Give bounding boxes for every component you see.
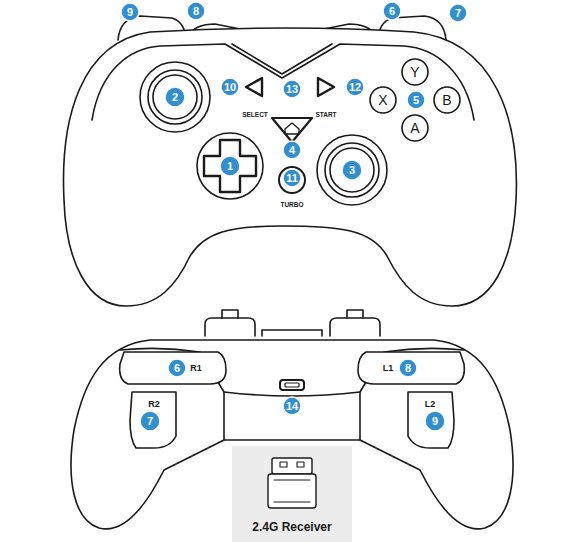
callout-number: 1 [227,161,233,172]
receiver-caption: 2.4G Receiver [252,521,331,533]
button-letter: Y [410,65,419,79]
callout-number: 6 [174,363,180,374]
callout-number: 14 [286,401,298,412]
callout-number: 10 [224,82,236,93]
callout-number: 8 [405,363,411,374]
callout-number: 4 [289,145,295,156]
callout-number: 9 [432,416,438,427]
button-caption: START [315,112,336,119]
callout-number: 13 [286,84,298,95]
callout-number: 7 [147,416,153,427]
callout-number: 9 [127,7,133,18]
callout-number: 6 [389,6,395,17]
trigger-mark: L1 [383,364,394,373]
callout-number: 3 [349,165,355,176]
trigger-mark: R2 [148,400,160,409]
callout-number: 7 [455,8,461,19]
callout-number: 5 [413,95,419,106]
trigger-mark: L2 [425,400,436,409]
button-caption: TURBO [280,202,303,209]
trigger-mark: R1 [190,364,202,373]
callout-number: 11 [286,173,298,184]
button-letter: B [442,93,451,107]
button-letter: X [378,93,387,107]
callout-number: 12 [349,82,361,93]
button-letter: A [410,121,419,135]
callout-number: 2 [172,92,178,103]
callout-number: 8 [193,6,199,17]
button-caption: SELECT [242,112,268,119]
